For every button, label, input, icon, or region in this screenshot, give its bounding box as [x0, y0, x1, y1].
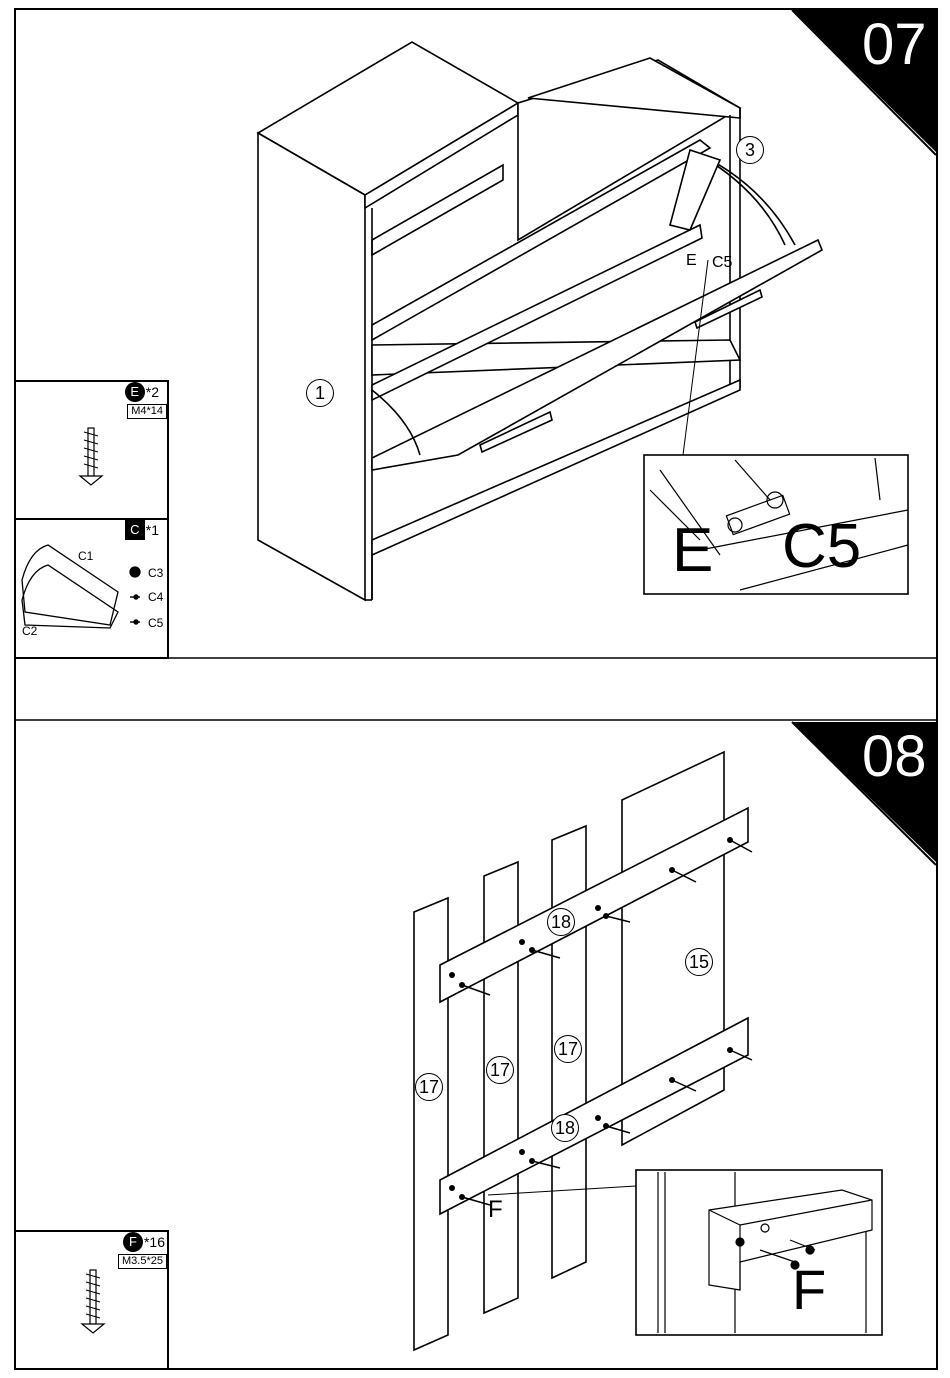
part-label-1: 1	[306, 379, 334, 407]
part-label-17-middle: 17	[486, 1056, 514, 1084]
hardware-c-badge: C	[125, 520, 145, 540]
hardware-f-qty: F *16	[123, 1232, 167, 1252]
hardware-c3-label: C3	[148, 566, 163, 580]
callout-big-e: E	[672, 520, 713, 582]
callout-big-f: F	[792, 1262, 826, 1318]
step07-number: 07	[862, 16, 927, 74]
hardware-c1-label: C1	[78, 549, 93, 563]
hardware-f-spec: M3.5*25	[118, 1254, 167, 1269]
callout-big-c5: C5	[782, 516, 861, 578]
callout-small-e: E	[686, 252, 697, 270]
callout-small-c5: C5	[712, 254, 732, 272]
part-label-3: 3	[736, 136, 764, 164]
part-label-18-top: 18	[547, 908, 575, 936]
hardware-c-qty: C *1	[125, 520, 167, 540]
part-label-17-left: 17	[415, 1073, 443, 1101]
hardware-box-f: F *16 M3.5*25	[14, 1230, 169, 1370]
callout-small-f: F	[488, 1196, 503, 1224]
part-label-18-bottom: 18	[551, 1114, 579, 1142]
hardware-c2-label: C2	[22, 624, 37, 638]
step08-number: 08	[862, 728, 927, 786]
hardware-e-badge: E	[125, 382, 145, 402]
hardware-e-spec: M4*14	[127, 404, 167, 419]
hardware-box-e: E *2 M4*14	[14, 380, 169, 520]
part-label-15: 15	[685, 948, 713, 976]
part-label-17-right: 17	[554, 1035, 582, 1063]
hardware-c4-label: C4	[148, 590, 163, 604]
hardware-c5-label: C5	[148, 616, 163, 630]
hardware-e-qty: E *2	[125, 382, 167, 402]
hardware-f-badge: F	[123, 1232, 143, 1252]
